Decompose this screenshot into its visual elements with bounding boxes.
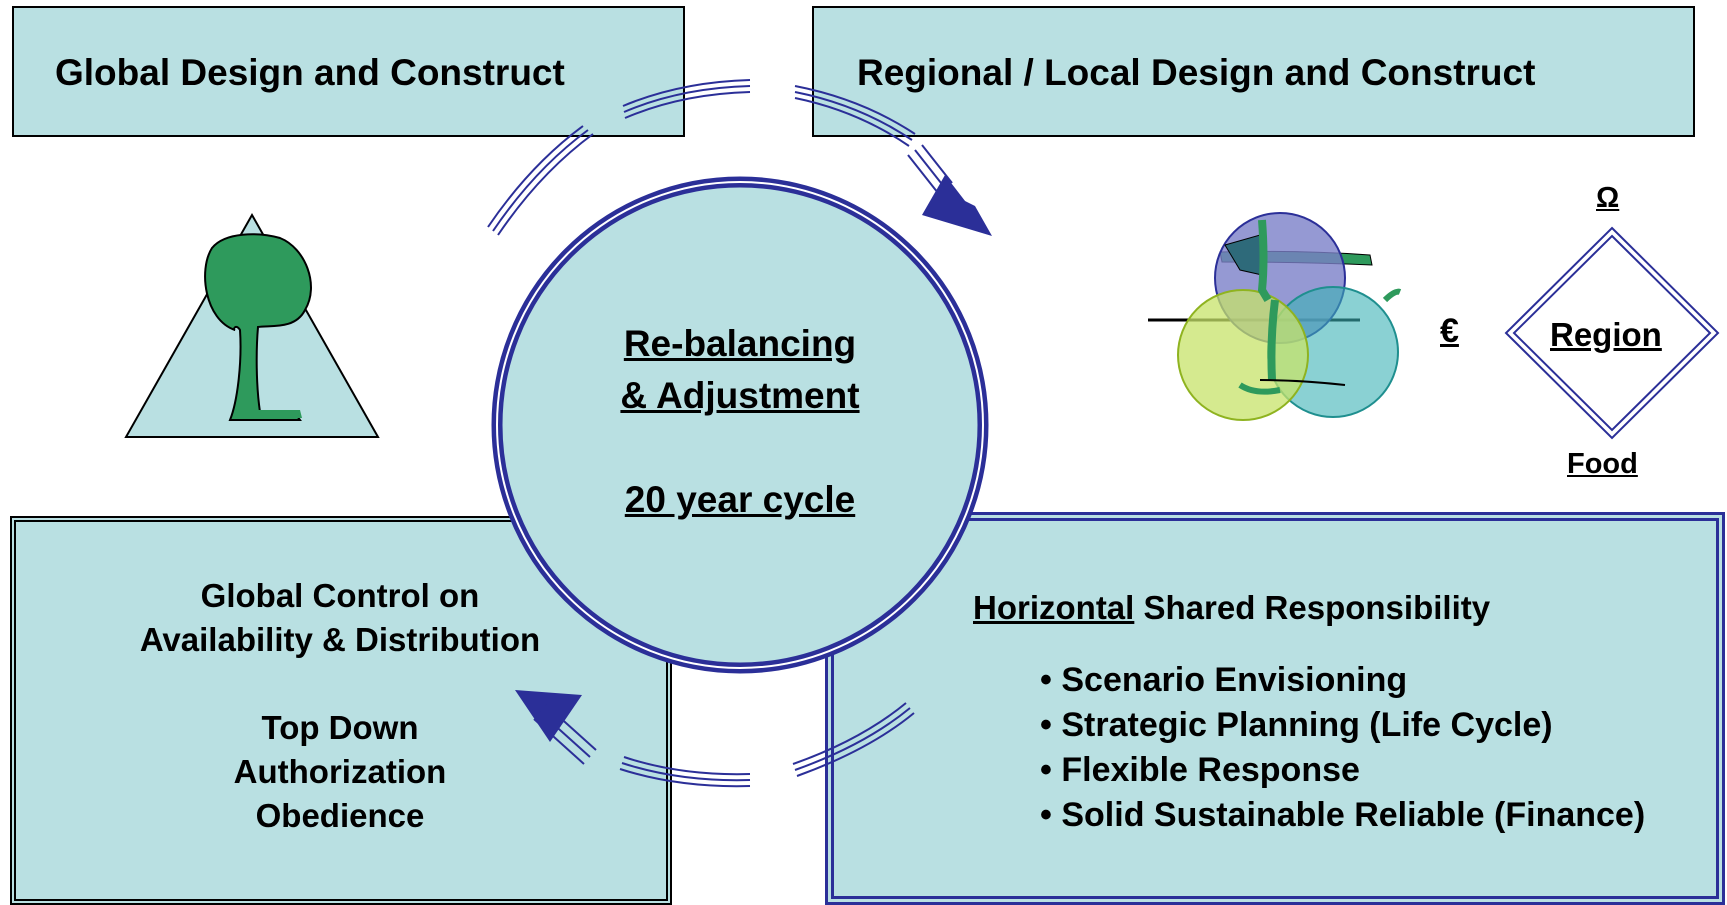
list-item: Strategic Planning (Life Cycle) — [1040, 703, 1645, 748]
tree-triangle-icon — [124, 212, 380, 438]
omega-label: Ω — [1596, 182, 1620, 214]
cycle-arcs — [487, 79, 916, 788]
global-design-title: Global Design and Construct — [55, 52, 565, 93]
heading-rest: Shared Responsibility — [1134, 589, 1491, 626]
cycle-label-line3: 20 year cycle — [624, 479, 856, 520]
region-diamond — [1504, 226, 1720, 440]
shared-responsibility-heading: Horizontal Shared Responsibility — [973, 589, 1490, 627]
euro-label: € — [1440, 312, 1459, 350]
responsibility-list: Scenario Envisioning Strategic Planning … — [1040, 658, 1645, 838]
heading-underlined: Horizontal — [973, 589, 1135, 626]
list-item: Flexible Response — [1040, 748, 1645, 793]
cycle-label-line2: & Adjustment — [620, 375, 860, 416]
cycle-circle — [491, 176, 989, 674]
list-item: Scenario Envisioning — [1040, 658, 1645, 703]
arrow-left — [515, 690, 597, 765]
food-label: Food — [1567, 448, 1638, 480]
global-control-line5: Obedience — [255, 797, 425, 834]
regional-design-title: Regional / Local Design and Construct — [857, 52, 1536, 93]
cycle-label: Re-balancing & Adjustment 20 year cycle — [560, 318, 920, 526]
global-control-line3: Top Down — [261, 709, 419, 746]
global-control-line2: Availability & Distribution — [139, 621, 541, 658]
overlapping-regions-icon — [1148, 212, 1402, 421]
arrow-right — [907, 144, 992, 236]
regional-design-box — [812, 6, 1695, 137]
global-control-line4: Authorization — [233, 753, 447, 790]
global-control-text: Global Control on Availability & Distrib… — [60, 574, 620, 838]
list-item: Solid Sustainable Reliable (Finance) — [1040, 793, 1645, 838]
global-control-line1: Global Control on — [200, 577, 480, 614]
cycle-label-line1: Re-balancing — [623, 323, 857, 364]
global-design-box — [12, 6, 685, 137]
region-label: Region — [1550, 316, 1662, 353]
